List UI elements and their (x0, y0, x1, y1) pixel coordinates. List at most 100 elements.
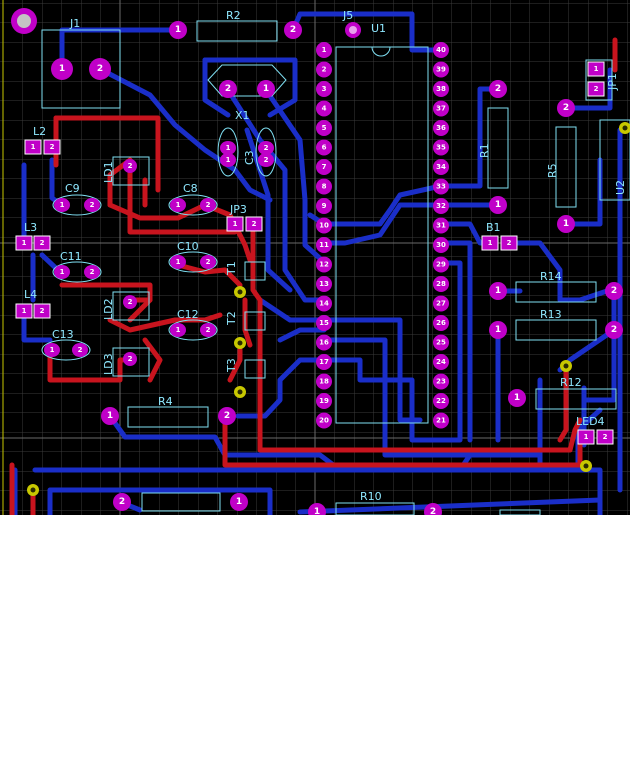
label-c11: C11 (60, 250, 82, 263)
u1-pin (433, 276, 449, 292)
pad-number: 2 (594, 85, 599, 93)
via-hole (237, 289, 243, 295)
pad (220, 141, 236, 155)
pad-number: 2 (50, 143, 55, 151)
u1-pin-number: 9 (322, 202, 327, 210)
label-c12: C12 (177, 308, 199, 321)
pad (508, 389, 526, 407)
u1-pin-number: 33 (436, 183, 446, 191)
pad (54, 198, 70, 212)
label-b1: B1 (486, 221, 501, 234)
u1-pin-number: 20 (319, 417, 329, 425)
pad (169, 21, 187, 39)
pad (170, 198, 186, 212)
square-pad (24, 139, 42, 155)
u1-pin (316, 81, 332, 97)
pad (605, 321, 623, 339)
pad (257, 80, 275, 98)
u1-pin (316, 256, 332, 273)
u1-pin (433, 295, 449, 312)
via-hole (237, 389, 243, 395)
pad (170, 323, 186, 337)
label-l2: L2 (33, 125, 46, 138)
pad-number: 1 (233, 220, 238, 228)
pad (101, 407, 119, 425)
pad-number: 1 (176, 258, 181, 266)
pad (489, 196, 507, 214)
pad-number: 2 (206, 258, 211, 266)
pad-number: 2 (224, 411, 230, 421)
label-x1: X1 (235, 109, 250, 122)
pad (557, 99, 575, 117)
pad (220, 153, 236, 167)
u1-pin (316, 295, 332, 312)
pad-number: 1 (107, 411, 113, 421)
pad (200, 323, 216, 337)
pad-number: 2 (40, 239, 45, 247)
pad-number: 1 (488, 239, 493, 247)
pad-number: 2 (603, 433, 608, 441)
pad-number: 1 (50, 346, 55, 354)
u1-pin (316, 42, 332, 58)
label-u1: U1 (371, 22, 386, 35)
u1-pin (433, 198, 449, 214)
via-hole (30, 487, 36, 493)
pad-number: 1 (22, 307, 27, 315)
label-led4: LED4 (576, 415, 605, 428)
u1-pin-number: 8 (322, 183, 327, 191)
u1-pin (433, 315, 449, 331)
pad-number: 2 (290, 25, 296, 35)
label-ld1: LD1 (102, 161, 115, 183)
pad (200, 198, 216, 212)
pcb-layout-canvas: J1 R2 J5 U1 JP1 R1 R5 U2 L2 LD1 X1 C3 C9… (0, 0, 630, 515)
pad-number: 2 (611, 286, 617, 296)
u1-pin (316, 315, 332, 331)
u1-pin (433, 100, 449, 117)
pad-number: 1 (495, 286, 501, 296)
u1-pin (433, 354, 449, 370)
label-j1: J1 (69, 17, 80, 30)
via-hole (563, 363, 569, 369)
pad (605, 282, 623, 300)
u1-pin (433, 412, 449, 429)
pad (284, 21, 302, 39)
pad (218, 407, 236, 425)
pad (489, 321, 507, 339)
pad-number: 2 (128, 298, 133, 306)
label-r4: R4 (158, 395, 173, 408)
via-hole (237, 340, 243, 346)
u1-pin-number: 40 (436, 46, 446, 54)
u1-pin-number: 30 (436, 241, 446, 249)
pad (308, 503, 326, 515)
u1-pin-number: 13 (319, 280, 329, 288)
pad (123, 159, 137, 173)
pad-number: 2 (206, 326, 211, 334)
pad-number: 2 (225, 84, 231, 94)
pad-number: 2 (97, 64, 103, 74)
pad (44, 343, 60, 357)
pad-number: 1 (176, 326, 181, 334)
u1-pin-number: 39 (436, 66, 446, 74)
u1-pin-number: 35 (436, 144, 446, 152)
pad-number: 1 (584, 433, 589, 441)
u1-pin (433, 334, 449, 351)
label-jp1: JP1 (606, 73, 619, 91)
pad-number: 2 (90, 201, 95, 209)
pad-number: 1 (495, 325, 501, 335)
u1-pin (433, 373, 449, 390)
pad-number: 1 (514, 393, 520, 403)
u1-pin (316, 178, 332, 195)
square-pad (587, 61, 605, 77)
pad-number: 2 (206, 201, 211, 209)
pad-number: 1 (59, 64, 65, 74)
label-r14: R14 (540, 270, 562, 283)
silkscreen-outlines (41, 20, 630, 515)
pad-number: 1 (175, 25, 181, 35)
label-ld3: LD3 (102, 353, 115, 375)
u1-pin-number: 36 (436, 124, 446, 132)
u1-pin (433, 159, 449, 175)
pad-number: 1 (594, 65, 599, 73)
pad-number: 1 (495, 200, 501, 210)
u1-pin-number: 26 (436, 319, 446, 327)
